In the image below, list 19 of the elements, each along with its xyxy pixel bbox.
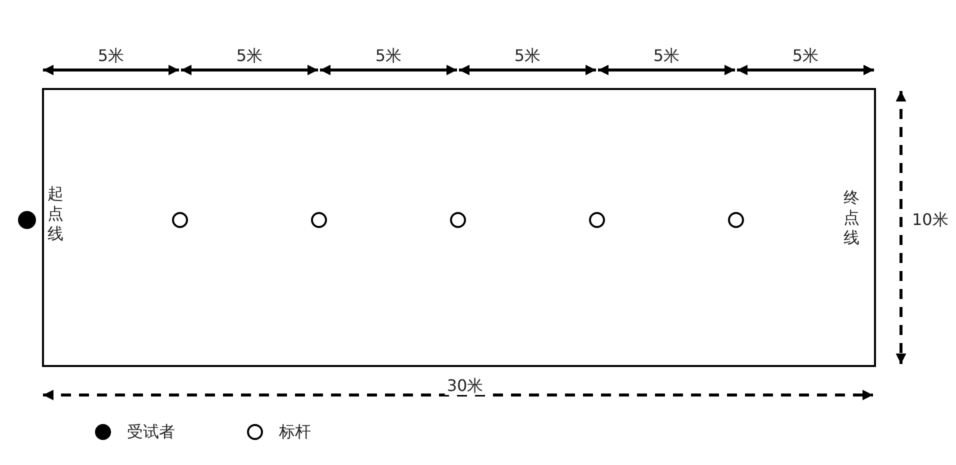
- dimension-label: 5米: [653, 47, 680, 65]
- dimension-label: 30米: [444, 377, 486, 395]
- dimension-label: 10米: [912, 211, 948, 229]
- field-rectangle: [42, 88, 876, 367]
- dimension-label: 5米: [792, 47, 819, 65]
- legend-label: 标杆: [279, 423, 311, 441]
- pole-marker: [450, 212, 466, 228]
- dimension-label: 5米: [514, 47, 541, 65]
- subject-dot: [18, 211, 36, 229]
- pole-marker: [311, 212, 327, 228]
- dimension-label: 5米: [98, 47, 124, 65]
- start-line-label: 起点线: [47, 184, 64, 244]
- legend-label: 受试者: [127, 423, 175, 441]
- pole-marker: [728, 212, 744, 228]
- pole-marker: [172, 212, 188, 228]
- dimension-label: 5米: [236, 47, 263, 65]
- finish-line-label: 终点线: [843, 188, 860, 248]
- dimension-label: 5米: [375, 47, 402, 65]
- pole-marker: [589, 212, 605, 228]
